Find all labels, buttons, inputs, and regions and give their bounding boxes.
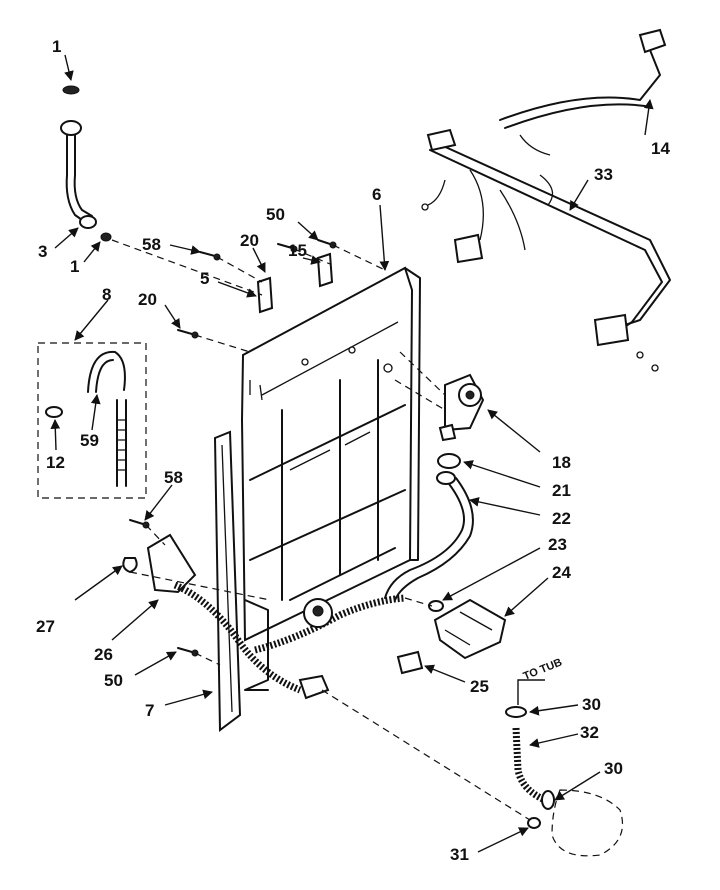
- callout-5: 5: [200, 269, 209, 288]
- callout-25: 25: [470, 677, 489, 696]
- wiring-harness: [421, 28, 671, 372]
- callout-18: 18: [552, 453, 571, 472]
- callout-8: 8: [102, 285, 111, 304]
- callout-30-bottom: 30: [604, 759, 623, 778]
- callout-20-top: 20: [240, 231, 259, 250]
- callout-31: 31: [450, 845, 469, 864]
- fill-hose: [384, 453, 474, 601]
- callout-50-top: 50: [266, 205, 285, 224]
- service-kit: [37, 342, 147, 499]
- callout-6: 6: [372, 185, 381, 204]
- to-tub-note: TO TUB: [522, 656, 564, 682]
- callout-14: 14: [651, 139, 670, 158]
- callout-58-bottom: 58: [164, 468, 183, 487]
- drain-hose: [505, 706, 624, 857]
- callout-7: 7: [145, 701, 154, 720]
- callout-24: 24: [552, 563, 571, 582]
- callout-32: 32: [580, 723, 599, 742]
- callout-1-bottom: 1: [70, 257, 79, 276]
- callout-1-top: 1: [52, 37, 61, 56]
- callout-26: 26: [94, 645, 113, 664]
- callout-labels: 1 3 1 58 5 20 50 15 6 20 8 59 12 58 27 2…: [36, 37, 670, 864]
- callout-30-top: 30: [582, 695, 601, 714]
- inlet-hose: [60, 85, 112, 242]
- side-bracket: [213, 430, 242, 732]
- water-valve: [438, 373, 485, 442]
- callout-22: 22: [552, 509, 571, 528]
- rear-panel: [240, 266, 421, 642]
- callout-59: 59: [80, 431, 99, 450]
- callout-58-top: 58: [142, 235, 161, 254]
- callout-21: 21: [552, 481, 571, 500]
- callout-12: 12: [46, 453, 65, 472]
- callout-27: 27: [36, 617, 55, 636]
- callout-3: 3: [38, 242, 47, 261]
- callout-20-left: 20: [138, 290, 157, 309]
- pressure-dome: [303, 598, 424, 675]
- assembly-lines: [111, 239, 545, 821]
- pump-assembly: [122, 533, 406, 700]
- callout-23: 23: [548, 535, 567, 554]
- callout-15: 15: [288, 241, 307, 260]
- callout-33: 33: [594, 165, 613, 184]
- drain-clip: [428, 598, 507, 660]
- callout-50-bottom: 50: [104, 671, 123, 690]
- leader-arrows: [50, 54, 654, 853]
